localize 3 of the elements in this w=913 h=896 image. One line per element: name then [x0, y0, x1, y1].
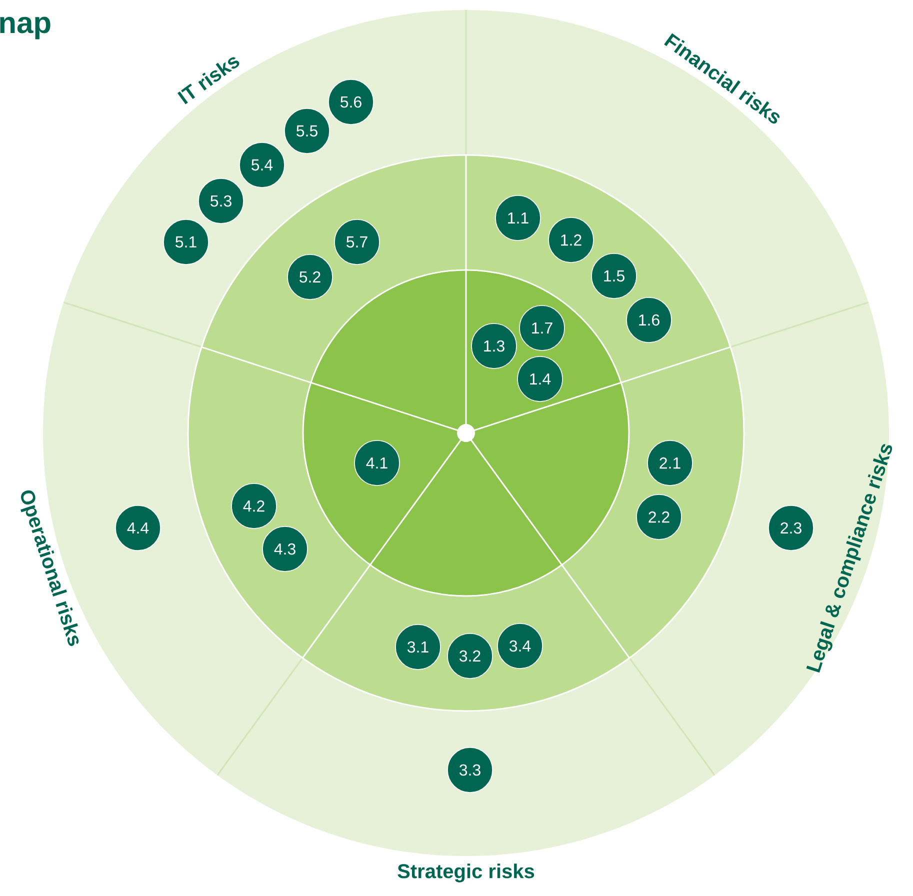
sector-label: IT risks: [177, 57, 240, 104]
sector-label: Strategic risks: [398, 864, 534, 882]
title: nap: [0, 16, 50, 40]
